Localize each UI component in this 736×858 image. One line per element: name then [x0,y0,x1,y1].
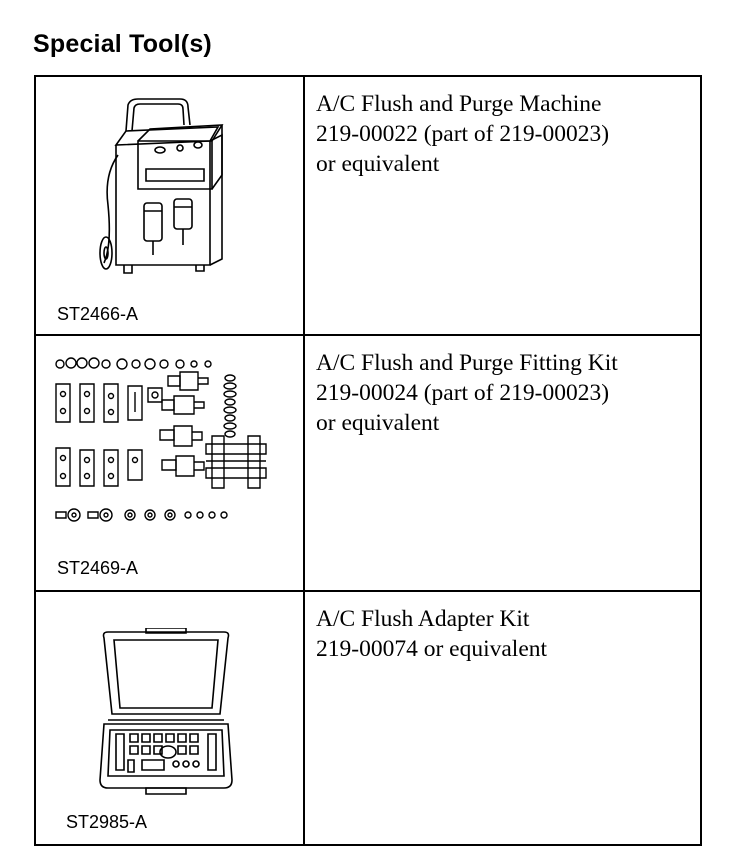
tool-name: A/C Flush and Purge Fitting Kit [316,350,618,376]
tool-row: ST2985-A A/C Flush Adapter Kit 219-00074… [36,592,700,846]
tool-description: A/C Flush Adapter Kit 219-00074 or equiv… [316,604,694,664]
tool-row: ST2469-A A/C Flush and Purge Fitting Kit… [36,336,700,592]
tool-equivalent-note: or equivalent [316,410,440,436]
tool-image-cell: ST2469-A [36,336,305,590]
fitting-kit-illustration [52,356,290,526]
tool-image-cell: ST2466-A [36,77,305,334]
tool-equivalent-note: or equivalent [316,151,440,177]
tool-part-number: 219-00074 or equivalent [316,636,548,662]
section-heading: Special Tool(s) [33,30,212,58]
tool-description: A/C Flush and Purge Machine 219-00022 (p… [316,89,694,179]
special-tools-table: ST2466-A A/C Flush and Purge Machine 219… [34,75,702,846]
figure-id: ST2469-A [57,558,139,578]
tool-description: A/C Flush and Purge Fitting Kit 219-0002… [316,348,694,438]
tool-name: A/C Flush Adapter Kit [316,606,530,632]
tool-part-number: 219-00024 (part of 219-00023) [316,380,610,406]
tool-part-number: 219-00022 (part of 219-00023) [316,121,610,147]
ac-flush-purge-machine-illustration [98,95,248,285]
tool-image-cell: ST2985-A [36,592,305,846]
figure-id: ST2466-A [57,304,139,324]
tool-name: A/C Flush and Purge Machine [316,91,602,117]
figure-id: ST2985-A [66,812,148,832]
tool-row: ST2466-A A/C Flush and Purge Machine 219… [36,77,700,336]
adapter-kit-case-illustration [98,628,234,796]
